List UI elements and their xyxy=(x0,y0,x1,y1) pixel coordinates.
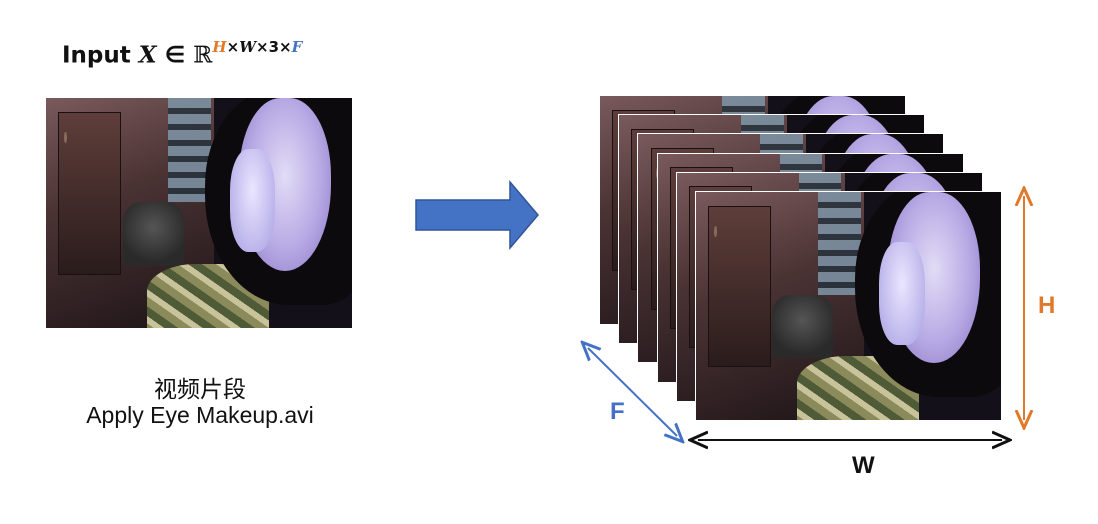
dimension-part: W xyxy=(239,38,257,56)
stacked-frame xyxy=(696,192,1001,420)
real-set-symbol: ℝ xyxy=(193,42,213,69)
source-video-frame xyxy=(46,98,352,328)
transform-arrow xyxy=(415,180,539,250)
clip-caption-chinese: 视频片段 xyxy=(154,377,246,403)
element-of-symbol: ∈ xyxy=(164,42,186,69)
dimension-part: F xyxy=(291,38,303,56)
width-label: W xyxy=(852,452,875,479)
input-formula: Input X ∈ ℝH×W×3×F xyxy=(62,38,302,69)
height-label: H xyxy=(1038,292,1056,319)
clip-filename: Apply Eye Makeup.avi xyxy=(86,402,314,428)
frames-arrow xyxy=(588,348,677,436)
dimension-part: × xyxy=(226,38,240,56)
dimension-superscript: H×W×3×F xyxy=(212,38,302,56)
dimension-part: ×3× xyxy=(256,38,292,56)
input-variable: X xyxy=(138,41,157,69)
input-label: Input xyxy=(62,42,131,69)
dimension-part: H xyxy=(212,38,227,56)
frames-label: F xyxy=(610,398,625,425)
